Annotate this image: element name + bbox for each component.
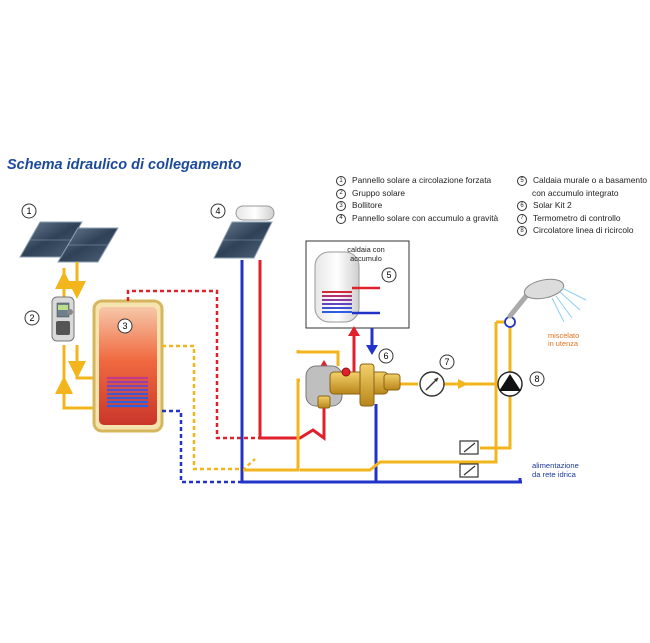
marker-4: 4 — [210, 203, 226, 219]
number-markers: 1 2 3 4 5 6 7 8 — [21, 203, 545, 387]
legend-text: Bollitore — [352, 200, 383, 211]
diagram-title: Schema idraulico di collegamento — [7, 157, 242, 173]
boiler-label-line1: caldaia con — [347, 245, 384, 254]
svg-text:7: 7 — [444, 357, 449, 367]
marker-1: 1 — [21, 203, 37, 219]
solar-group — [51, 296, 75, 342]
legend-text-continued: con accumulo integrato — [532, 187, 619, 198]
solar-panel-1 — [19, 221, 119, 263]
marker-2: 2 — [24, 310, 40, 326]
cold-arrow — [366, 345, 378, 355]
tank-coil — [107, 376, 148, 408]
legend-right: 5 Caldaia murale o a basamento con accumu… — [517, 174, 647, 237]
svg-text:3: 3 — [122, 321, 127, 331]
shower-head — [504, 278, 587, 328]
legend-text: Termometro di controllo — [533, 212, 621, 223]
alimentazione-line2: da rete idrica — [532, 470, 577, 479]
svg-text:2: 2 — [29, 313, 34, 323]
legend-item-5: 5 Caldaia murale o a basamento — [517, 174, 647, 187]
legend-number: 3 — [336, 201, 346, 212]
legend-text: Pannello solare con accumulo a gravità — [352, 212, 499, 223]
legend-number: 8 — [517, 226, 527, 237]
boiler-box — [305, 240, 410, 329]
legend-item-2: 2 Gruppo solare — [336, 187, 498, 200]
legend-item-3: 3 Bollitore — [336, 199, 498, 212]
legend-number: 1 — [336, 176, 346, 186]
svg-text:1: 1 — [26, 206, 31, 216]
boiler-label-line2: accumulo — [350, 254, 382, 263]
legend-text: Pannello solare a circolazione forzata — [352, 175, 492, 185]
circulator-pump — [497, 371, 523, 397]
miscelato-line2: in utenza — [548, 339, 579, 348]
svg-text:4: 4 — [215, 206, 220, 216]
svg-text:6: 6 — [383, 351, 388, 361]
legend-number: 5 — [517, 176, 527, 186]
mixed-pipes — [243, 320, 512, 472]
flow-arrow — [458, 379, 468, 389]
legend-item-1: 1 Pannello solare a circolazione forzata — [336, 174, 498, 187]
legend-text: Solar Kit 2 — [533, 200, 572, 211]
marker-8: 8 — [529, 371, 545, 387]
legend-item-4: 4 Pannello solare con accumulo a gravità — [336, 212, 498, 225]
legend-number: 2 — [336, 188, 346, 199]
svg-text:5: 5 — [386, 270, 391, 280]
legend-text: Caldaia murale o a basamento — [533, 175, 648, 185]
solar-kit-2 — [305, 363, 401, 409]
marker-5: 5 — [381, 267, 397, 283]
dashed-pipes — [126, 289, 298, 484]
miscelato-line1: miscelato — [548, 331, 579, 340]
alimentazione-line1: alimentazione — [532, 461, 579, 470]
legend-item-8: 8 Circolatore linea di ricircolo — [517, 224, 647, 237]
cold-pipes — [240, 260, 522, 484]
legend-number: 4 — [336, 213, 346, 224]
legend-item-7: 7 Termometro di controllo — [517, 212, 647, 225]
legend-item-6: 6 Solar Kit 2 — [517, 199, 647, 212]
check-valves — [459, 440, 479, 478]
thermometer — [419, 371, 445, 397]
legend-text: Gruppo solare — [352, 187, 406, 198]
marker-7: 7 — [439, 354, 455, 370]
legend-number: 6 — [517, 201, 527, 212]
solar-panel-4 — [213, 205, 275, 259]
marker-3: 3 — [117, 318, 133, 334]
hot-arrow-up — [348, 326, 360, 336]
svg-text:8: 8 — [534, 374, 539, 384]
marker-6: 6 — [378, 348, 394, 364]
storage-tank — [92, 299, 164, 433]
legend-number: 7 — [517, 213, 527, 224]
solar-loop-pipes — [55, 262, 98, 410]
legend-text: Circolatore linea di ricircolo — [533, 225, 634, 236]
